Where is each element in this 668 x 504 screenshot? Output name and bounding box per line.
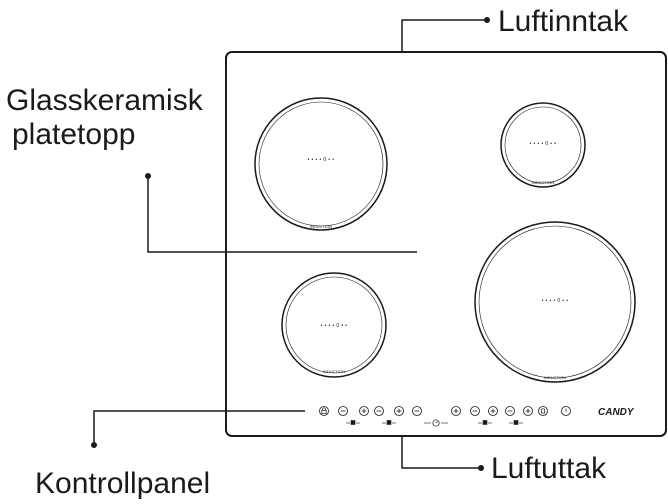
minus-icon xyxy=(338,406,348,416)
glass-top-label-line2: platetopp xyxy=(12,118,135,151)
induction-marking: INDUCTION xyxy=(544,375,566,380)
callout-air-intake: Luftinntak xyxy=(401,5,629,52)
glass-top-label-line1: Glasskeramisk xyxy=(6,84,204,117)
plus-icon xyxy=(451,406,461,416)
plus-icon xyxy=(359,406,369,416)
plus-icon xyxy=(523,406,533,416)
cooking-zone-large-bottom-right: • • • • 0 • • INDUCTION xyxy=(474,221,636,383)
power-icon xyxy=(561,406,571,416)
induction-marking: INDUCTION xyxy=(323,369,345,374)
zone-display: • • • • 0 • • xyxy=(321,323,348,329)
plus-icon xyxy=(394,406,404,416)
minus-icon xyxy=(412,406,422,416)
cooking-zone-large-top-left: • • • • 0 • • INDUCTION xyxy=(254,97,388,231)
callout-glass-top: Glasskeramisk platetopp xyxy=(6,84,417,253)
control-panel-label: Kontrollpanel xyxy=(35,467,210,500)
minus-icon xyxy=(505,406,515,416)
cooking-zone-small-bottom-left: • • • • 0 • • INDUCTION xyxy=(281,272,387,378)
induction-marking: INDUCTION xyxy=(310,224,332,229)
plus-icon xyxy=(488,406,498,416)
zone-display: • • • • 0 • • xyxy=(308,157,335,163)
brand-logo: CANDY xyxy=(598,407,635,418)
boost-icon xyxy=(538,406,548,416)
callout-control-panel: Kontrollpanel xyxy=(35,410,305,500)
cooktop-outline xyxy=(225,51,667,437)
zone-display: • • • • 0 • • xyxy=(530,141,557,147)
control-strip: CANDY xyxy=(319,406,635,427)
minus-icon xyxy=(470,406,480,416)
callout-air-outlet: Luftuttak xyxy=(401,436,607,485)
air-intake-label: Luftinntak xyxy=(498,5,629,38)
timer-icon xyxy=(432,419,440,427)
zone-indicator-marks xyxy=(346,420,523,425)
cooking-zone-small-top-right: • • • • 0 • • INDUCTION xyxy=(500,102,586,188)
zone-display: • • • • 0 • • xyxy=(542,298,569,304)
minus-icon xyxy=(374,406,384,416)
induction-marking: INDUCTION xyxy=(532,180,554,185)
air-outlet-label: Luftuttak xyxy=(491,452,607,485)
lock-icon xyxy=(319,406,329,416)
